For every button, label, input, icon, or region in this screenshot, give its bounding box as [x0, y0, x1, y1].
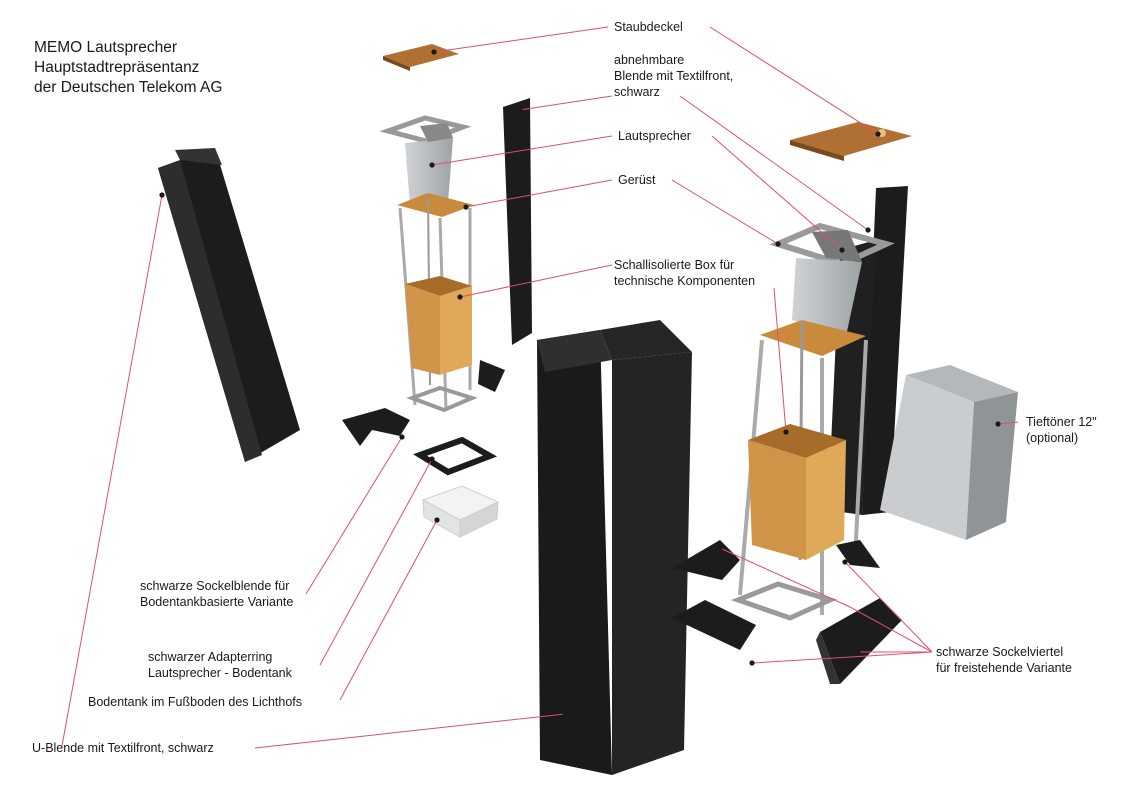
label-sockelviertel-line-1: schwarze Sockelviertel — [936, 645, 1064, 659]
label-staubdeckel: Staubdeckel — [614, 19, 683, 35]
label-schallisolierte-box: Schallisolierte Box für technische Kompo… — [614, 257, 755, 289]
label-abnehmbare-blende: abnehmbare Blende mit Textilfront, schwa… — [614, 52, 733, 100]
sockelblende-part — [342, 360, 505, 446]
title-line-1: MEMO Lautsprecher — [34, 39, 177, 56]
label-tieftoener: Tieftöner 12" (optional) — [1026, 414, 1097, 446]
label-sockelblende-line-1: schwarze Sockelblende für — [140, 579, 290, 593]
label-blende-line-3: schwarz — [614, 85, 660, 99]
staubdeckel-small — [383, 44, 459, 71]
label-adapter-line-2: Lautsprecher - Bodentank — [148, 666, 292, 680]
tieftoener-part — [880, 365, 1018, 540]
bodentank-part — [421, 485, 500, 538]
label-bodentank: Bodentank im Fußboden des Lichthofs — [88, 694, 302, 710]
label-lautsprecher: Lautsprecher — [618, 128, 691, 144]
label-sockelviertel-line-2: für freistehende Variante — [936, 661, 1072, 675]
left-speaker-assembly — [379, 115, 478, 413]
right-speaker-assembly — [730, 222, 895, 621]
u-blende-panel — [158, 148, 300, 462]
title-line-2: Hauptstadtrepräsentanz — [34, 59, 200, 76]
label-sockelblende: schwarze Sockelblende für Bodentankbasie… — [140, 578, 293, 610]
label-geruest: Gerüst — [618, 172, 656, 188]
label-bodentank-text: Bodentank im Fußboden des Lichthofs — [88, 695, 303, 709]
label-u-blende: U-Blende mit Textilfront, schwarz — [32, 740, 214, 756]
leader-lines — [61, 26, 1019, 749]
label-ublende-text: U-Blende mit Textilfront, schwarz — [32, 741, 214, 755]
label-tieftoener-line-1: Tieftöner 12" — [1026, 415, 1097, 429]
u-blende-front — [537, 320, 692, 775]
label-geruest-text: Gerüst — [618, 173, 656, 187]
label-sockelviertel: schwarze Sockelviertel für freistehende … — [936, 644, 1072, 676]
staubdeckel-large — [790, 122, 912, 161]
sockelviertel-parts — [672, 540, 902, 684]
abnehmbare-blende-panel — [503, 98, 532, 345]
adapter-ring-part — [413, 436, 497, 476]
label-blende-line-1: abnehmbare — [614, 53, 685, 67]
title-line-3: der Deutschen Telekom AG — [34, 79, 223, 96]
diagram-title: MEMO Lautsprecher Hauptstadtrepräsentanz… — [34, 38, 222, 98]
label-adapter-line-1: schwarzer Adapterring — [148, 650, 273, 664]
label-adapterring: schwarzer Adapterring Lautsprecher - Bod… — [148, 649, 292, 681]
label-box-line-1: Schallisolierte Box für — [614, 258, 735, 272]
leader-dots — [159, 49, 1001, 717]
label-lautsprecher-text: Lautsprecher — [618, 129, 691, 143]
label-staubdeckel-text: Staubdeckel — [614, 20, 683, 34]
label-tieftoener-line-2: (optional) — [1026, 431, 1079, 445]
label-box-line-2: technische Komponenten — [614, 274, 756, 288]
label-sockelblende-line-2: Bodentankbasierte Variante — [140, 595, 294, 609]
label-blende-line-2: Blende mit Textilfront, — [614, 69, 734, 83]
